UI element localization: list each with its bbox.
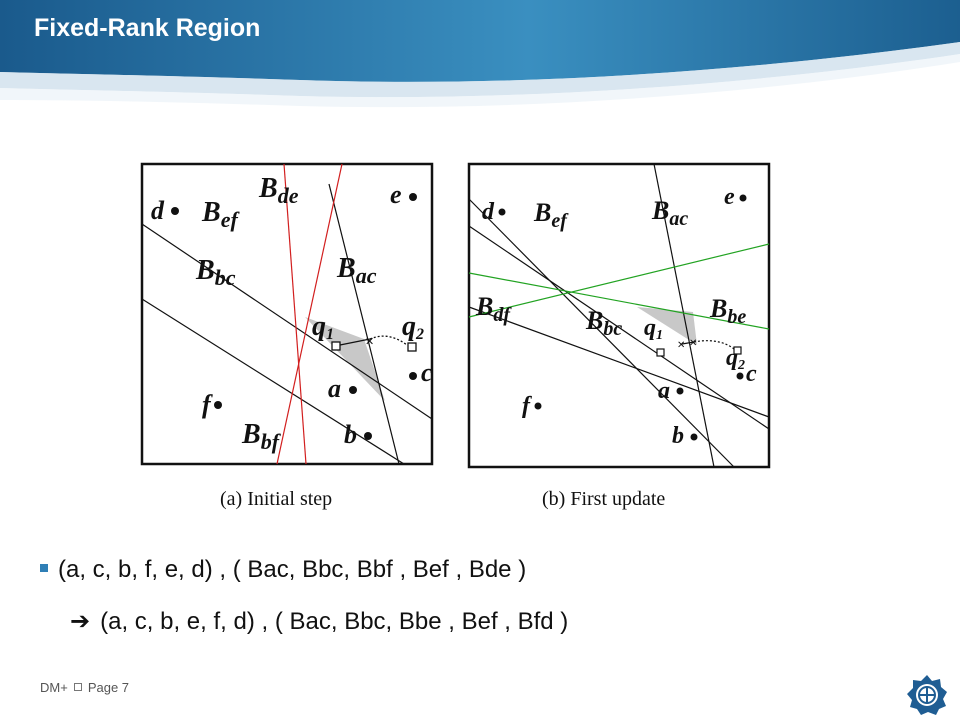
point-label-a: a [658,378,670,404]
slide-title: Fixed-Rank Region [34,14,261,42]
point-label-a: a [328,374,341,403]
cross-marker: ✕ [689,338,697,349]
bullet-line-1: (a, c, b, f, e, d) , ( Bac, Bbc, Bbf , B… [40,556,526,584]
point-label-b: b [344,420,357,449]
footer-separator-icon [73,683,82,691]
caption-a: (a) Initial step [220,488,332,510]
point-label-f: f [522,393,532,419]
point-label-c: c [746,361,757,387]
point-f [534,402,542,410]
point-c [736,372,744,380]
university-logo-icon [907,675,947,715]
bisector-label-bdf: Bdf [475,292,512,326]
query-q1 [331,341,341,351]
point-label-e: e [724,184,735,210]
point-b [690,433,698,441]
header-band [0,0,960,108]
point-f [214,401,222,409]
right-arrow-icon: ➔ [70,607,91,635]
point-label-d: d [482,199,495,225]
footer-page: Page 7 [87,680,130,695]
point-e [739,194,747,202]
point-d [171,207,179,215]
query-q1 [656,348,665,357]
footer-brand: DM+ [40,680,68,695]
figure: d e c a f b Bde Bef Bbc Bac Bbf q1 q2 ✕ … [134,159,779,521]
panel-a: d e c a f b Bde Bef Bbc Bac Bbf q1 q2 ✕ … [140,162,434,510]
point-label-b: b [672,423,684,449]
bullet-line-2: ➔ (a, c, b, e, f, d) , ( Bac, Bbc, Bbe , … [70,607,568,636]
point-e [409,193,417,201]
point-c [409,372,417,380]
point-b [364,432,372,440]
bullet-text-2: (a, c, b, e, f, d) , ( Bac, Bbc, Bbe , B… [100,608,569,635]
point-label-d: d [151,196,165,225]
point-label-f: f [202,390,213,419]
point-label-c: c [421,358,433,387]
square-bullet-icon [40,564,48,572]
query-q2 [407,342,417,352]
point-d [498,208,506,216]
point-label-e: e [390,180,402,209]
point-a [676,387,684,395]
point-a [349,386,357,394]
query-q2 [733,346,742,355]
cross-marker: ✕ [677,340,685,351]
caption-b: (b) First update [542,488,665,510]
panel-b: d e a c f b Bef Bac Bdf Bbc Bbe q1 q2 ✕ … [467,162,771,510]
bullet-text-1: (a, c, b, f, e, d) , ( Bac, Bbc, Bbf , B… [58,556,527,583]
cross-marker: ✕ [365,335,374,348]
footer: DM+ Page 7 [40,680,129,695]
